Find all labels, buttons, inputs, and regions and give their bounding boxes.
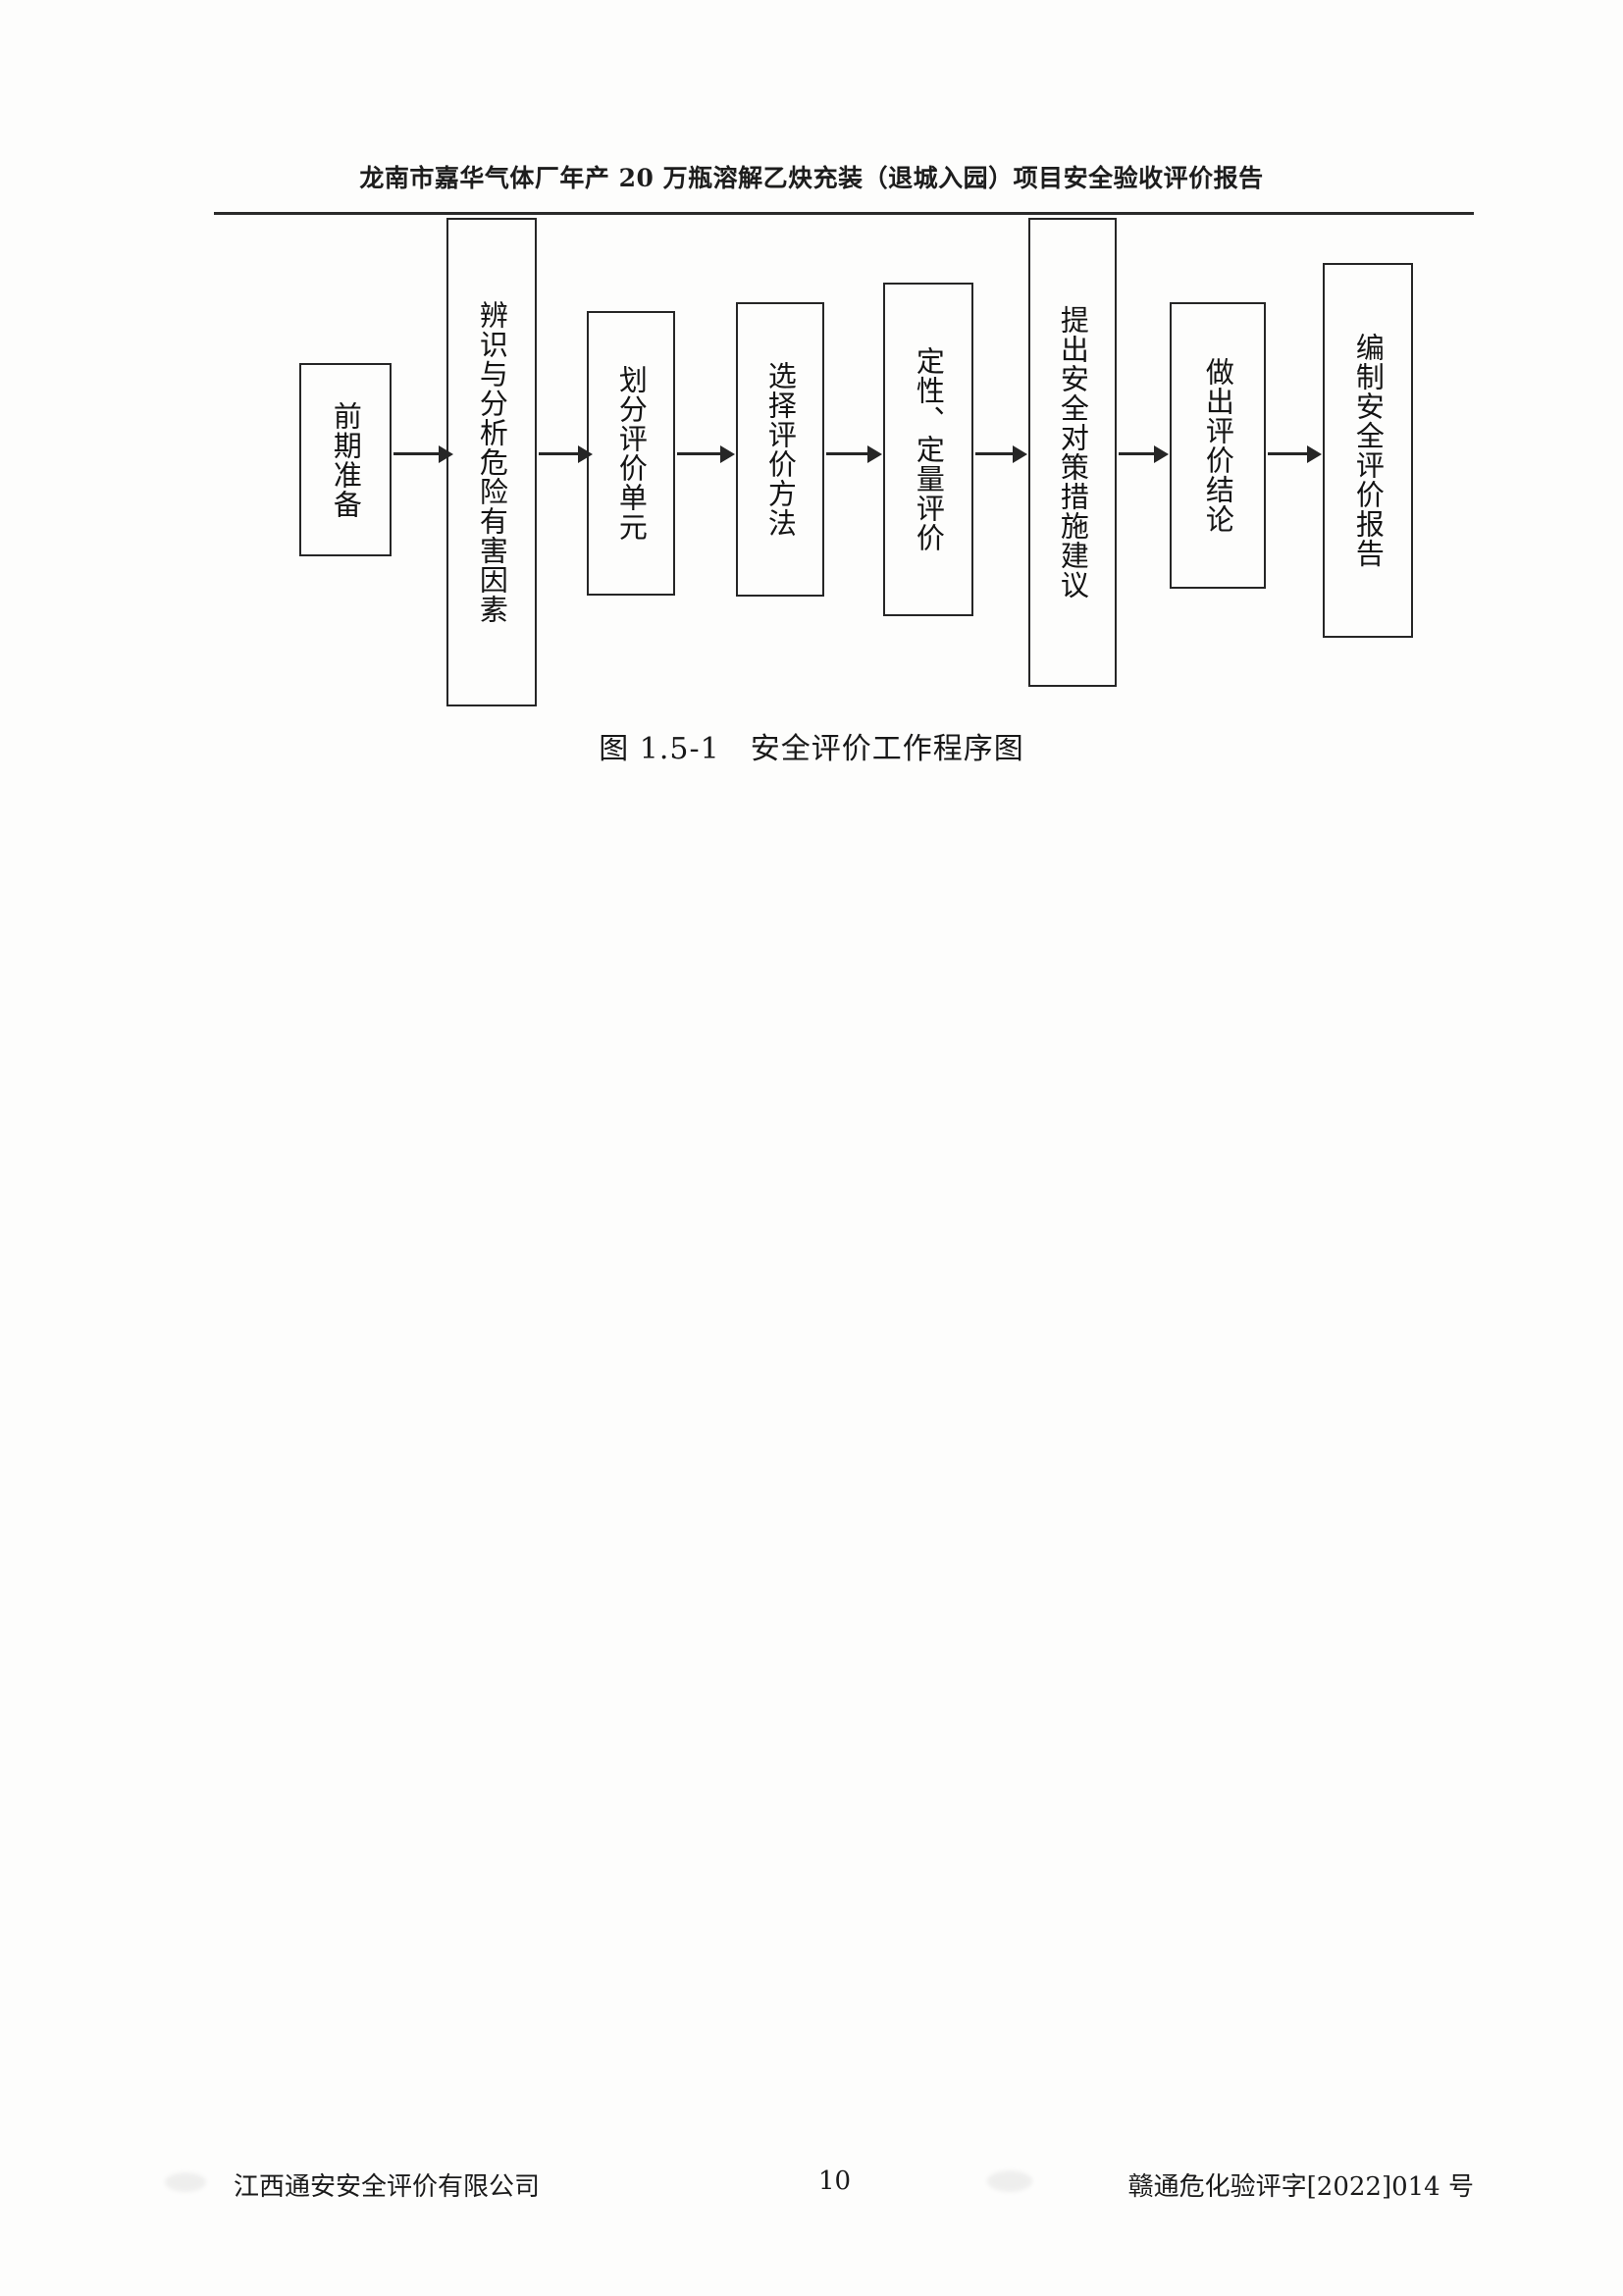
flow-node-7: 做出评价结论 bbox=[1170, 302, 1266, 589]
scan-artifact bbox=[987, 2170, 1032, 2192]
flow-node-7-label: 做出评价结论 bbox=[1201, 357, 1235, 534]
flowchart-safety-evaluation-procedure: 前期准备 辨识与分析危险有害因素 划分评价单元 选择评价方法 定性、定量评价 提… bbox=[0, 0, 1623, 746]
footer-page-number: 10 bbox=[818, 2166, 852, 2196]
scan-artifact bbox=[165, 2172, 206, 2192]
flow-node-3-label: 划分评价单元 bbox=[614, 365, 649, 542]
flow-node-1-label: 前期准备 bbox=[329, 400, 363, 519]
flow-node-2-label: 辨识与分析危险有害因素 bbox=[475, 300, 509, 624]
footer-document-number: 赣通危化验评字[2022]014 号 bbox=[1127, 2172, 1474, 2202]
flow-arrow-7-to-8 bbox=[1268, 444, 1322, 463]
flow-arrow-2-to-3 bbox=[539, 444, 593, 463]
flow-node-5-label: 定性、定量评价 bbox=[912, 346, 946, 552]
flow-arrow-5-to-6 bbox=[975, 444, 1027, 463]
footer-company: 江西通安安全评价有限公司 bbox=[234, 2172, 541, 2202]
page-header-title: 龙南市嘉华气体厂年产 20 万瓶溶解乙炔充装（退城入园）项目安全验收评价报告 bbox=[359, 164, 1264, 192]
flow-node-6-label: 提出安全对策措施建议 bbox=[1056, 305, 1090, 600]
header-rule bbox=[214, 212, 1474, 215]
flow-arrow-4-to-5 bbox=[826, 444, 882, 463]
flow-arrow-6-to-7 bbox=[1119, 444, 1169, 463]
page-footer: 江西通安安全评价有限公司 10 赣通危化验评字[2022]014 号 bbox=[0, 2166, 1623, 2216]
flow-arrow-1-to-2 bbox=[393, 444, 453, 463]
flow-node-6: 提出安全对策措施建议 bbox=[1028, 218, 1117, 687]
flow-node-5: 定性、定量评价 bbox=[883, 283, 973, 616]
flow-node-4: 选择评价方法 bbox=[736, 302, 824, 597]
flow-node-4-label: 选择评价方法 bbox=[763, 361, 798, 538]
figure-caption: 图 1.5-1 安全评价工作程序图 bbox=[599, 732, 1024, 766]
flow-node-3: 划分评价单元 bbox=[587, 311, 675, 596]
flow-node-8-label: 编制安全评价报告 bbox=[1351, 333, 1386, 568]
flow-arrow-3-to-4 bbox=[677, 444, 735, 463]
flow-node-8: 编制安全评价报告 bbox=[1323, 263, 1413, 638]
flow-node-2: 辨识与分析危险有害因素 bbox=[446, 218, 537, 706]
flow-node-1: 前期准备 bbox=[299, 363, 392, 556]
